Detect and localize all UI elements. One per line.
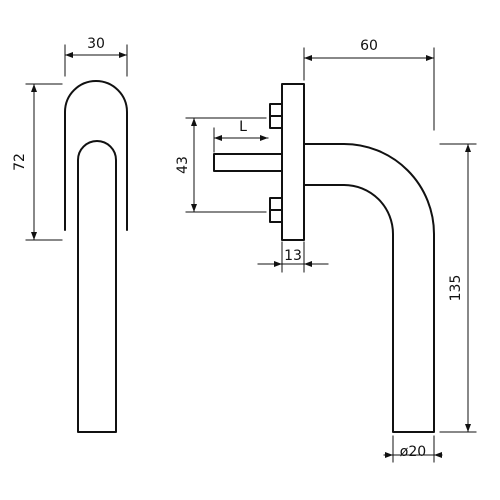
dimension-label-30: 30: [87, 36, 105, 52]
dimension-height-72: 72: [12, 83, 63, 241]
square-spindle: [213, 153, 283, 172]
dimension-label-13: 13: [284, 248, 302, 264]
side-lever-outline: [303, 143, 435, 433]
dimension-rosette-depth-13: 13: [257, 241, 329, 273]
dimension-label-60: 60: [360, 38, 378, 54]
dimension-reach-60: 60: [303, 38, 435, 131]
dimension-spindle-offset-43: 43: [175, 117, 267, 213]
dimension-length-135: 135: [439, 143, 477, 433]
dimension-label-72: 72: [12, 153, 28, 171]
dimension-label-l: L: [239, 119, 247, 135]
side-rosette-plate: [281, 83, 305, 241]
dimension-label-135: 135: [448, 275, 464, 302]
dimension-diameter-20: ø20: [383, 435, 443, 463]
dimension-label-diameter-20: ø20: [400, 444, 426, 460]
dimension-label-43: 43: [175, 156, 191, 174]
side-view: [213, 83, 435, 433]
front-rosette-outline: [64, 80, 128, 231]
dimension-width-30: 30: [64, 36, 128, 77]
dimension-spindle-length-l: L: [213, 119, 269, 153]
front-lever-outline: [77, 140, 117, 433]
front-view: [64, 80, 128, 433]
